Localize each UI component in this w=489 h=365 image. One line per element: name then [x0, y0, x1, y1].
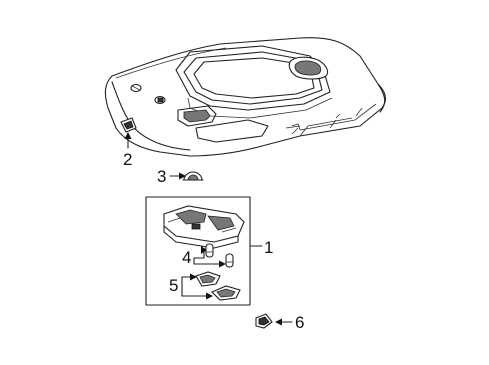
callout-5: 5 — [169, 276, 179, 295]
callout-3: 3 — [157, 167, 167, 186]
callout-6: 6 — [295, 313, 305, 332]
headliner-panel — [104, 37, 387, 157]
part-4-bulbs — [193, 243, 234, 268]
part-2-clip — [120, 117, 137, 149]
part-1-lamp-assembly-box — [145, 196, 263, 306]
callout-2: 2 — [123, 150, 133, 169]
part-3-grommet — [169, 171, 204, 181]
part-5-lenses — [181, 271, 241, 301]
callout-1: 1 — [264, 238, 274, 257]
callout-4: 4 — [182, 248, 192, 267]
part-6-clip — [255, 313, 293, 329]
